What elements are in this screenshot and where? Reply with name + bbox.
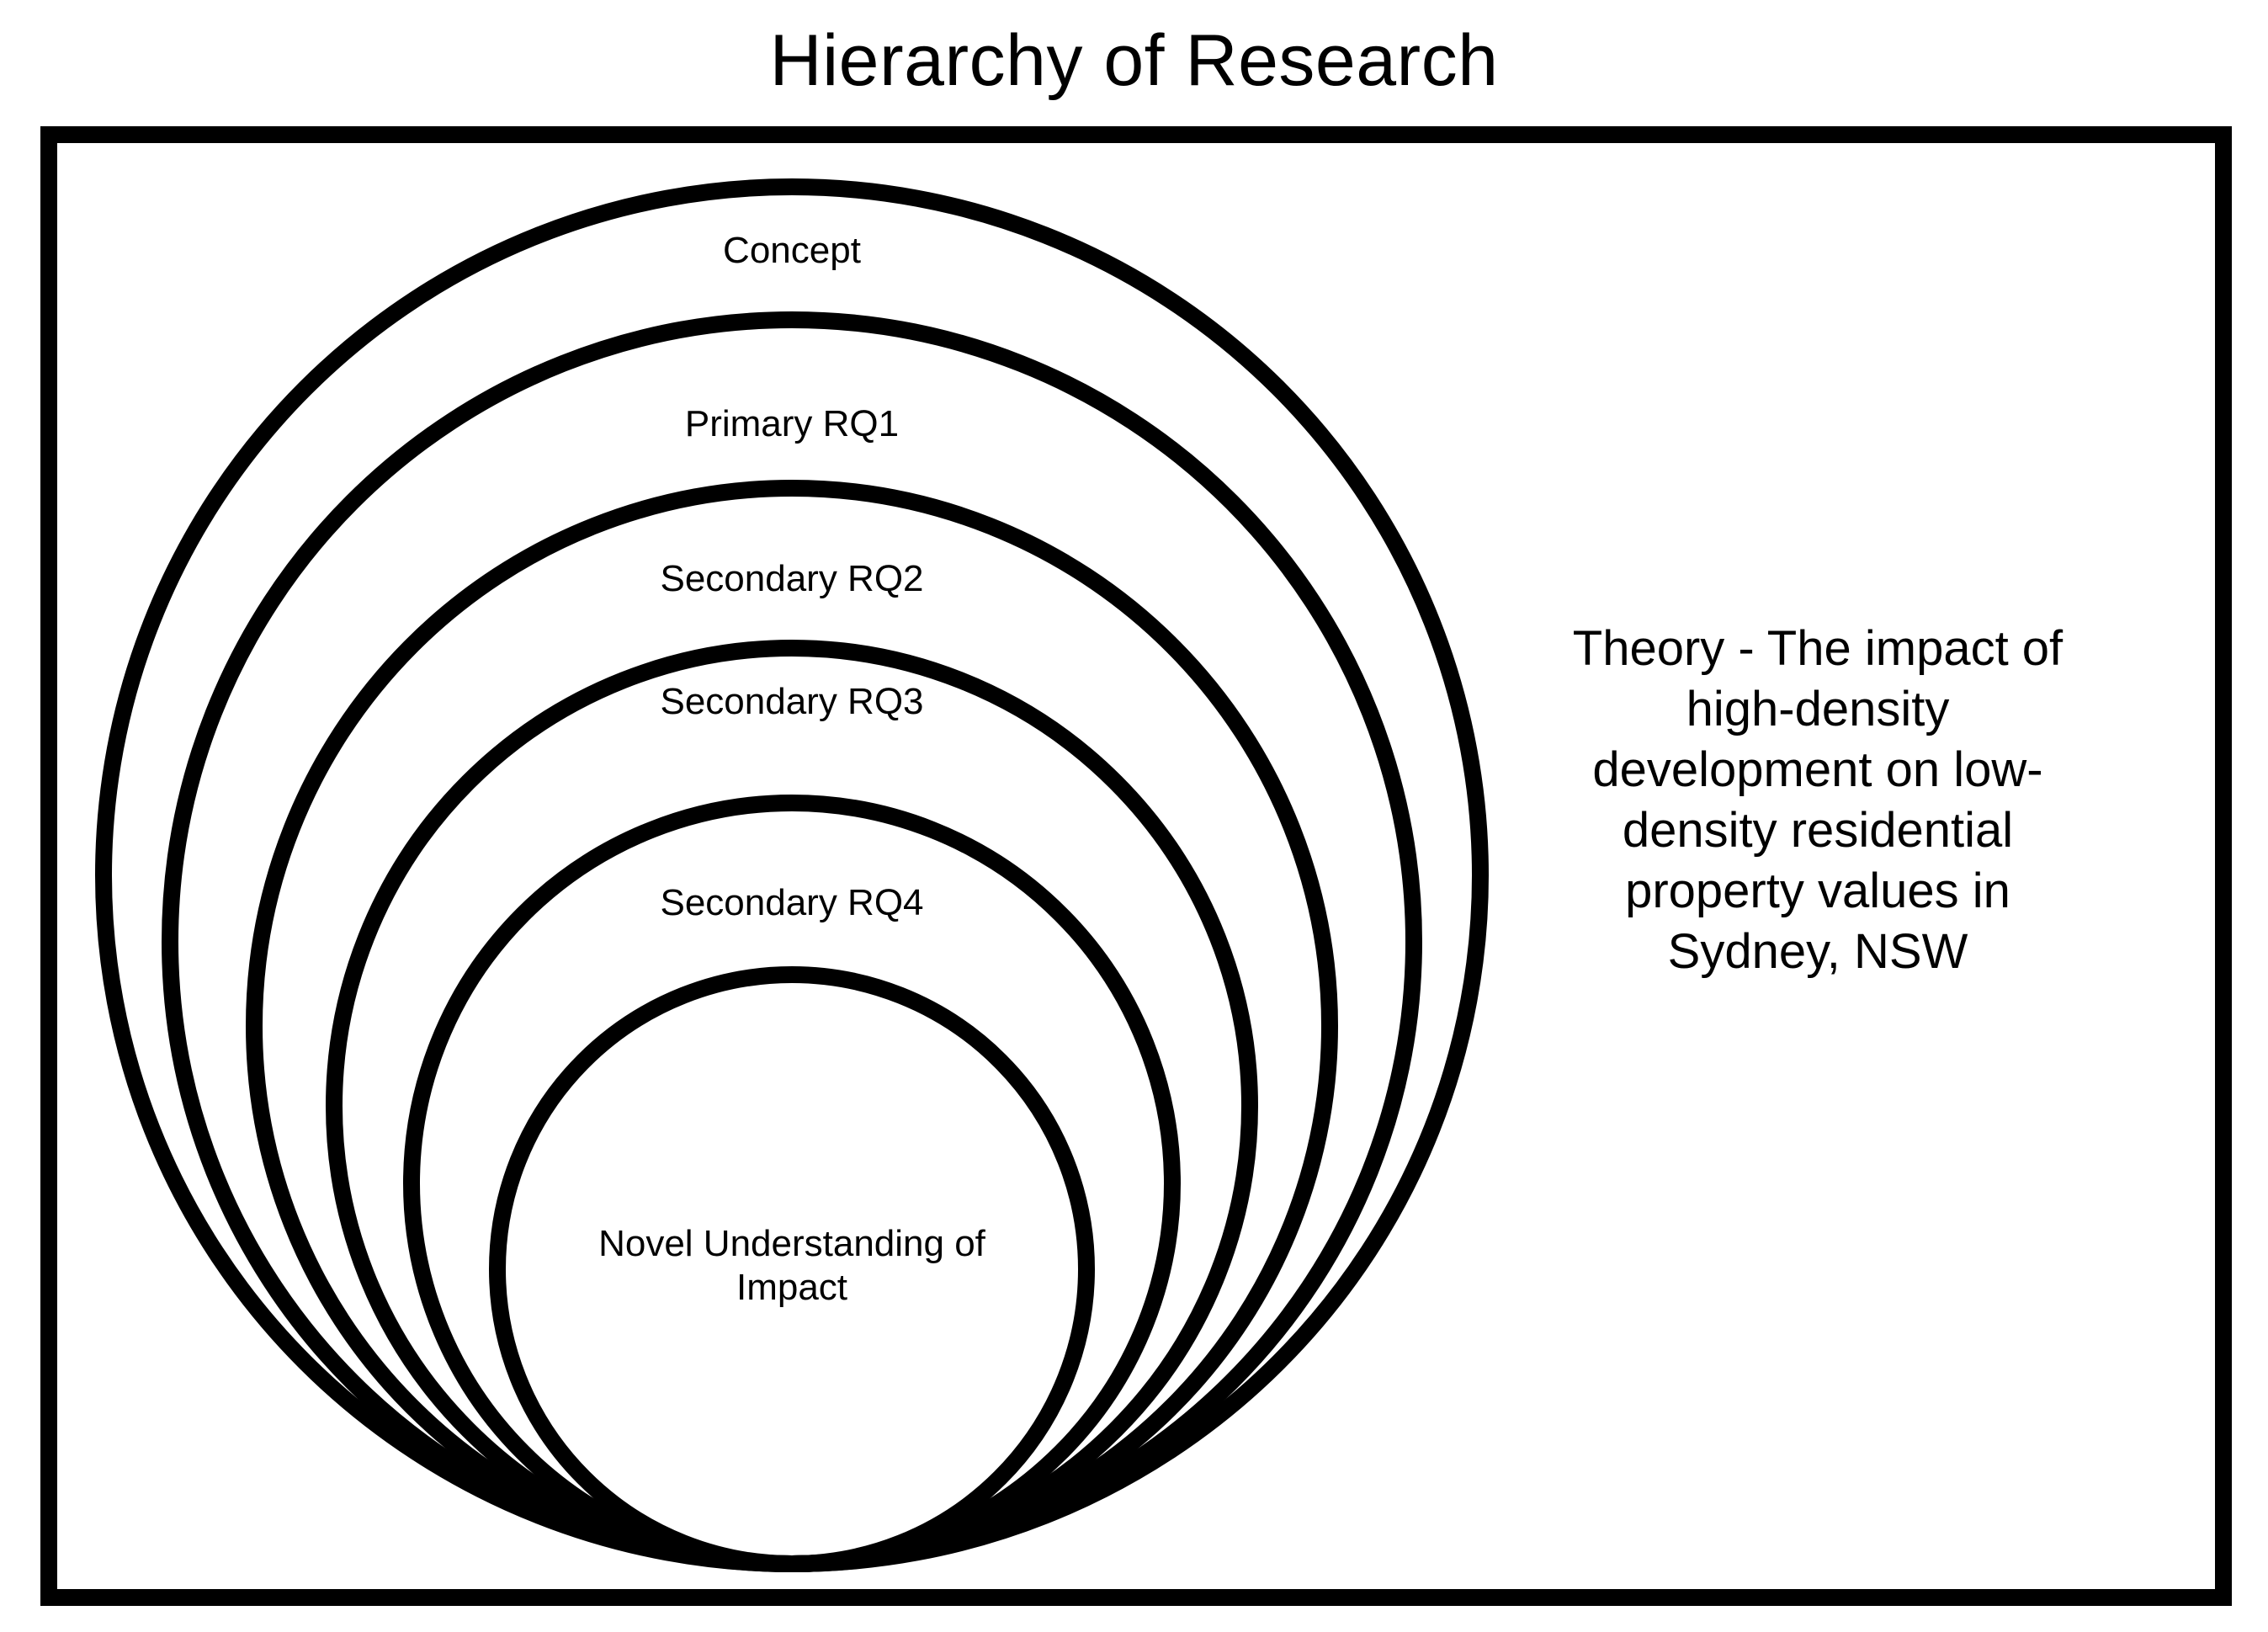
secondary-rq3-circle <box>326 640 1258 1572</box>
theory-statement: Theory - The impact of high-density deve… <box>1572 621 2064 979</box>
secondary-rq2-label: Secondary RQ2 <box>660 558 923 599</box>
concept-circle <box>95 178 1489 1572</box>
diagram-frame <box>40 126 2232 1606</box>
secondary-rq4-label: Secondary RQ4 <box>660 882 923 923</box>
novel-understanding-label-line-2: Impact <box>736 1267 847 1308</box>
primary-rq1-label: Primary RQ1 <box>685 403 899 444</box>
concept-label: Concept <box>723 230 861 271</box>
secondary-rq3-label: Secondary RQ3 <box>660 681 923 722</box>
novel-understanding-circle <box>489 966 1095 1572</box>
diagram-title: Hierarchy of Research <box>769 20 1499 101</box>
novel-understanding-label-line-1: Novel Understanding of <box>598 1223 986 1264</box>
